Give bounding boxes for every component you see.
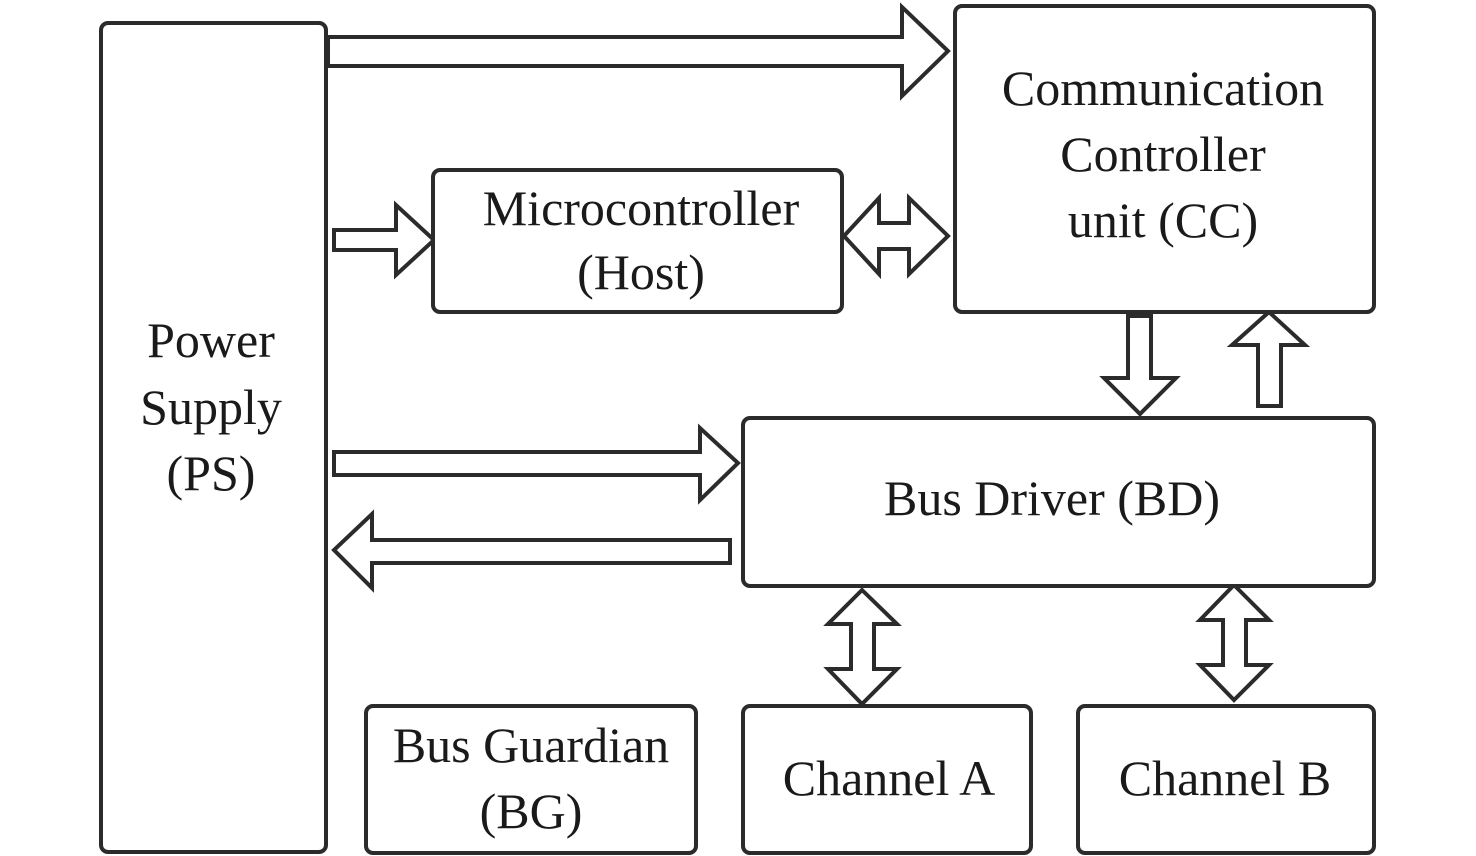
channel-b-label: Channel B (1119, 750, 1331, 806)
power-supply-label-line2: Supply (140, 379, 282, 435)
arrow-bd-channel-b-bidirectional (1195, 582, 1274, 703)
arrow-ps-to-bd (332, 423, 741, 505)
power-supply-label-line1: Power (147, 312, 275, 368)
bus-guardian-label-line2: (BG) (480, 783, 583, 839)
host-label-line2: (Host) (577, 244, 705, 300)
block-bus-guardian: Bus Guardian (BG) (364, 704, 698, 855)
cc-label-line3: unit (CC) (1068, 192, 1258, 248)
channel-a-label: Channel A (783, 750, 995, 806)
host-label-line1: Microcontroller (483, 180, 800, 236)
bus-driver-label: Bus Driver (BD) (884, 470, 1220, 526)
block-power-supply: Power Supply (PS) (99, 21, 328, 854)
power-supply-label-line3: (PS) (167, 445, 256, 501)
bus-guardian-label-line1: Bus Guardian (393, 717, 669, 773)
arrow-ps-to-cc (326, 2, 951, 101)
arrow-host-cc-bidirectional (841, 192, 951, 280)
arrow-bd-to-ps (331, 509, 732, 593)
block-bus-driver: Bus Driver (BD) (741, 416, 1376, 588)
cc-label-line1: Communication (1002, 60, 1324, 116)
block-communication-controller: Communication Controller unit (CC) (953, 4, 1376, 314)
cc-label-line2: Controller (1060, 126, 1266, 182)
arrow-ps-to-host (332, 200, 437, 280)
arrow-cc-to-bd (1099, 314, 1181, 417)
arrow-bd-channel-a-bidirectional (823, 587, 902, 707)
block-microcontroller-host: Microcontroller (Host) (431, 168, 844, 314)
arrow-bd-to-cc (1226, 309, 1311, 408)
block-channel-b: Channel B (1076, 704, 1376, 855)
block-channel-a: Channel A (741, 704, 1033, 855)
